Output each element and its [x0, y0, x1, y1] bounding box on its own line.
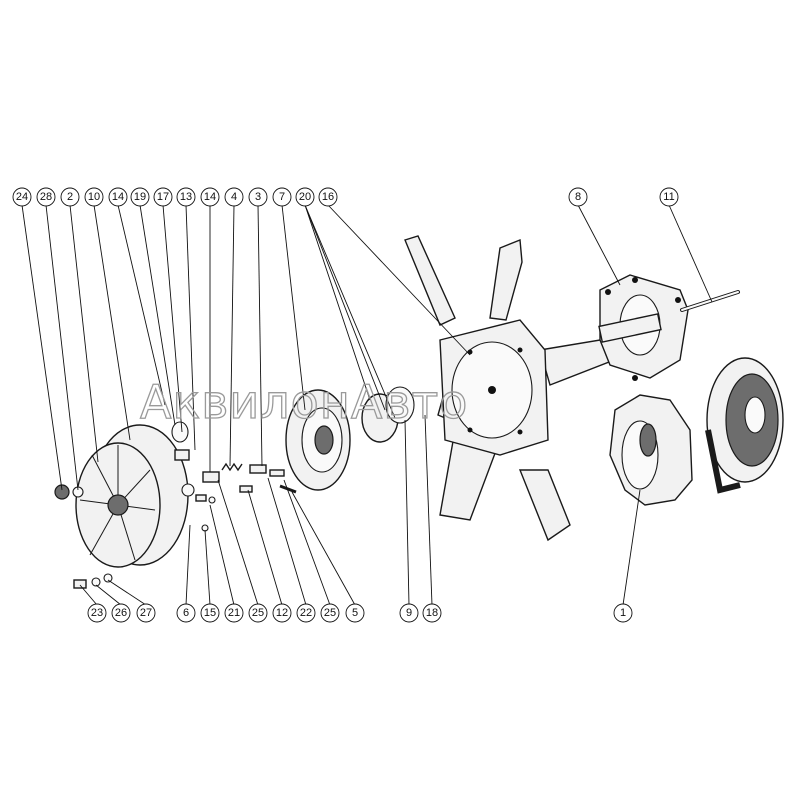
svg-text:1: 1 — [620, 607, 626, 619]
svg-text:17: 17 — [157, 191, 169, 203]
svg-text:20: 20 — [299, 191, 311, 203]
callout-28: 28 — [36, 187, 56, 207]
callout-13: 13 — [176, 187, 196, 207]
bearing-housing — [609, 394, 693, 506]
svg-text:22: 22 — [300, 607, 312, 619]
callout-27: 27 — [136, 603, 156, 623]
svg-text:25: 25 — [252, 607, 264, 619]
callout-15: 15 — [200, 603, 220, 623]
svg-text:6: 6 — [183, 607, 189, 619]
callout-11: 11 — [659, 187, 679, 207]
callout-9: 9 — [399, 603, 419, 623]
svg-text:16: 16 — [322, 191, 334, 203]
callout-14b: 14 — [200, 187, 220, 207]
fan-clutch-disc — [54, 424, 189, 568]
callout-14: 14 — [108, 187, 128, 207]
fan-pulley-hub — [285, 386, 415, 491]
callout-20: 20 — [295, 187, 315, 207]
callout-25b: 25 — [320, 603, 340, 623]
svg-text:8: 8 — [575, 191, 581, 203]
callout-22: 22 — [296, 603, 316, 623]
callout-2: 2 — [60, 187, 80, 207]
svg-text:26: 26 — [115, 607, 127, 619]
svg-text:10: 10 — [88, 191, 100, 203]
callout-4: 4 — [224, 187, 244, 207]
small-parts — [73, 421, 297, 589]
callout-26: 26 — [111, 603, 131, 623]
svg-text:25: 25 — [324, 607, 336, 619]
svg-text:9: 9 — [406, 607, 412, 619]
callout-19: 19 — [130, 187, 150, 207]
callout-25: 25 — [248, 603, 268, 623]
watermark-text: АквилонАвто — [140, 375, 468, 429]
svg-text:14: 14 — [112, 191, 124, 203]
svg-text:2: 2 — [67, 191, 73, 203]
callout-16: 16 — [318, 187, 338, 207]
svg-text:5: 5 — [352, 607, 358, 619]
callout-8: 8 — [568, 187, 588, 207]
shaft-rod — [680, 290, 740, 312]
svg-text:4: 4 — [231, 191, 237, 203]
callout-18: 18 — [422, 603, 442, 623]
svg-text:21: 21 — [228, 607, 240, 619]
svg-text:3: 3 — [255, 191, 261, 203]
svg-text:23: 23 — [91, 607, 103, 619]
callouts-top: 24 28 2 10 14 19 17 13 14 4 3 7 20 16 8 … — [12, 187, 679, 207]
callout-7: 7 — [272, 187, 292, 207]
svg-text:18: 18 — [426, 607, 438, 619]
callout-10: 10 — [84, 187, 104, 207]
svg-text:19: 19 — [134, 191, 146, 203]
belt-pulley — [705, 357, 784, 494]
svg-text:27: 27 — [140, 607, 152, 619]
callouts-bottom: 23 26 27 6 15 21 25 12 22 25 5 9 18 1 — [87, 603, 633, 623]
svg-text:11: 11 — [663, 191, 674, 203]
callout-6: 6 — [176, 603, 196, 623]
svg-text:12: 12 — [276, 607, 288, 619]
callout-12: 12 — [272, 603, 292, 623]
callout-23: 23 — [87, 603, 107, 623]
callout-21: 21 — [224, 603, 244, 623]
callout-17: 17 — [153, 187, 173, 207]
callout-24: 24 — [12, 187, 32, 207]
callout-5: 5 — [345, 603, 365, 623]
svg-text:24: 24 — [16, 191, 28, 203]
callout-3: 3 — [248, 187, 268, 207]
leader-lines — [21, 204, 713, 606]
svg-text:13: 13 — [180, 191, 192, 203]
svg-text:15: 15 — [204, 607, 216, 619]
fan-blades — [404, 235, 642, 542]
svg-text:14: 14 — [204, 191, 216, 203]
svg-text:28: 28 — [40, 191, 52, 203]
callout-1: 1 — [613, 603, 633, 623]
fan-shaft-bracket — [598, 274, 689, 381]
svg-text:7: 7 — [279, 191, 285, 203]
